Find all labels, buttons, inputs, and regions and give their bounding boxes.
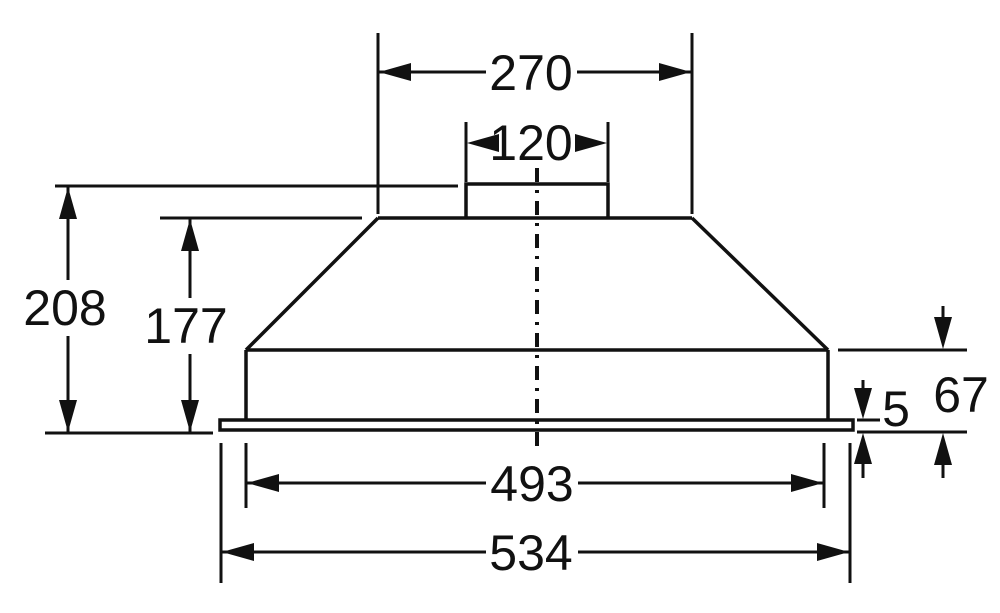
dimension-208: 208 <box>23 184 458 435</box>
arrowhead-270-left <box>379 63 411 81</box>
dimension-177: 177 <box>144 216 362 432</box>
arrowhead-177-down <box>181 400 199 432</box>
dim-label-body-height: 177 <box>144 298 227 354</box>
canopy-left-slope <box>244 216 380 352</box>
dim-label-overall-height: 208 <box>23 280 106 336</box>
dim-label-top-width: 270 <box>489 45 572 101</box>
dim-label-right-height: 67 <box>933 367 989 423</box>
canopy-right-slope <box>690 216 830 352</box>
arrowhead-5-up <box>854 433 872 464</box>
arrowhead-67-up <box>934 433 952 465</box>
arrowhead-5-down <box>854 388 872 419</box>
hood-outline <box>218 182 855 432</box>
flange-plate <box>218 418 855 432</box>
dimension-270: 270 <box>376 33 694 214</box>
arrowhead-120-left <box>467 134 499 152</box>
dim-label-flange-thickness: 5 <box>882 381 910 437</box>
duct-connector-outline <box>464 182 610 218</box>
dim-label-overall-width: 534 <box>489 525 572 581</box>
arrowhead-534-right <box>817 543 849 561</box>
dimension-67: 67 <box>838 306 989 478</box>
arrowhead-208-down <box>59 400 77 432</box>
arrowhead-493-left <box>247 474 279 492</box>
dim-label-inner-width: 493 <box>490 456 573 512</box>
dimension-493: 493 <box>244 443 826 512</box>
arrowhead-208-up <box>59 187 77 219</box>
arrowhead-493-right <box>791 474 823 492</box>
arrowhead-67-down <box>934 317 952 349</box>
dimension-534: 534 <box>219 443 852 583</box>
arrowhead-177-up <box>181 219 199 251</box>
arrowhead-270-right <box>659 63 691 81</box>
arrowhead-120-right <box>575 134 607 152</box>
dim-label-duct-width: 120 <box>489 115 572 171</box>
dimension-120: 120 <box>464 115 610 182</box>
dimension-5: 5 <box>854 380 910 478</box>
arrowhead-534-left <box>222 543 254 561</box>
